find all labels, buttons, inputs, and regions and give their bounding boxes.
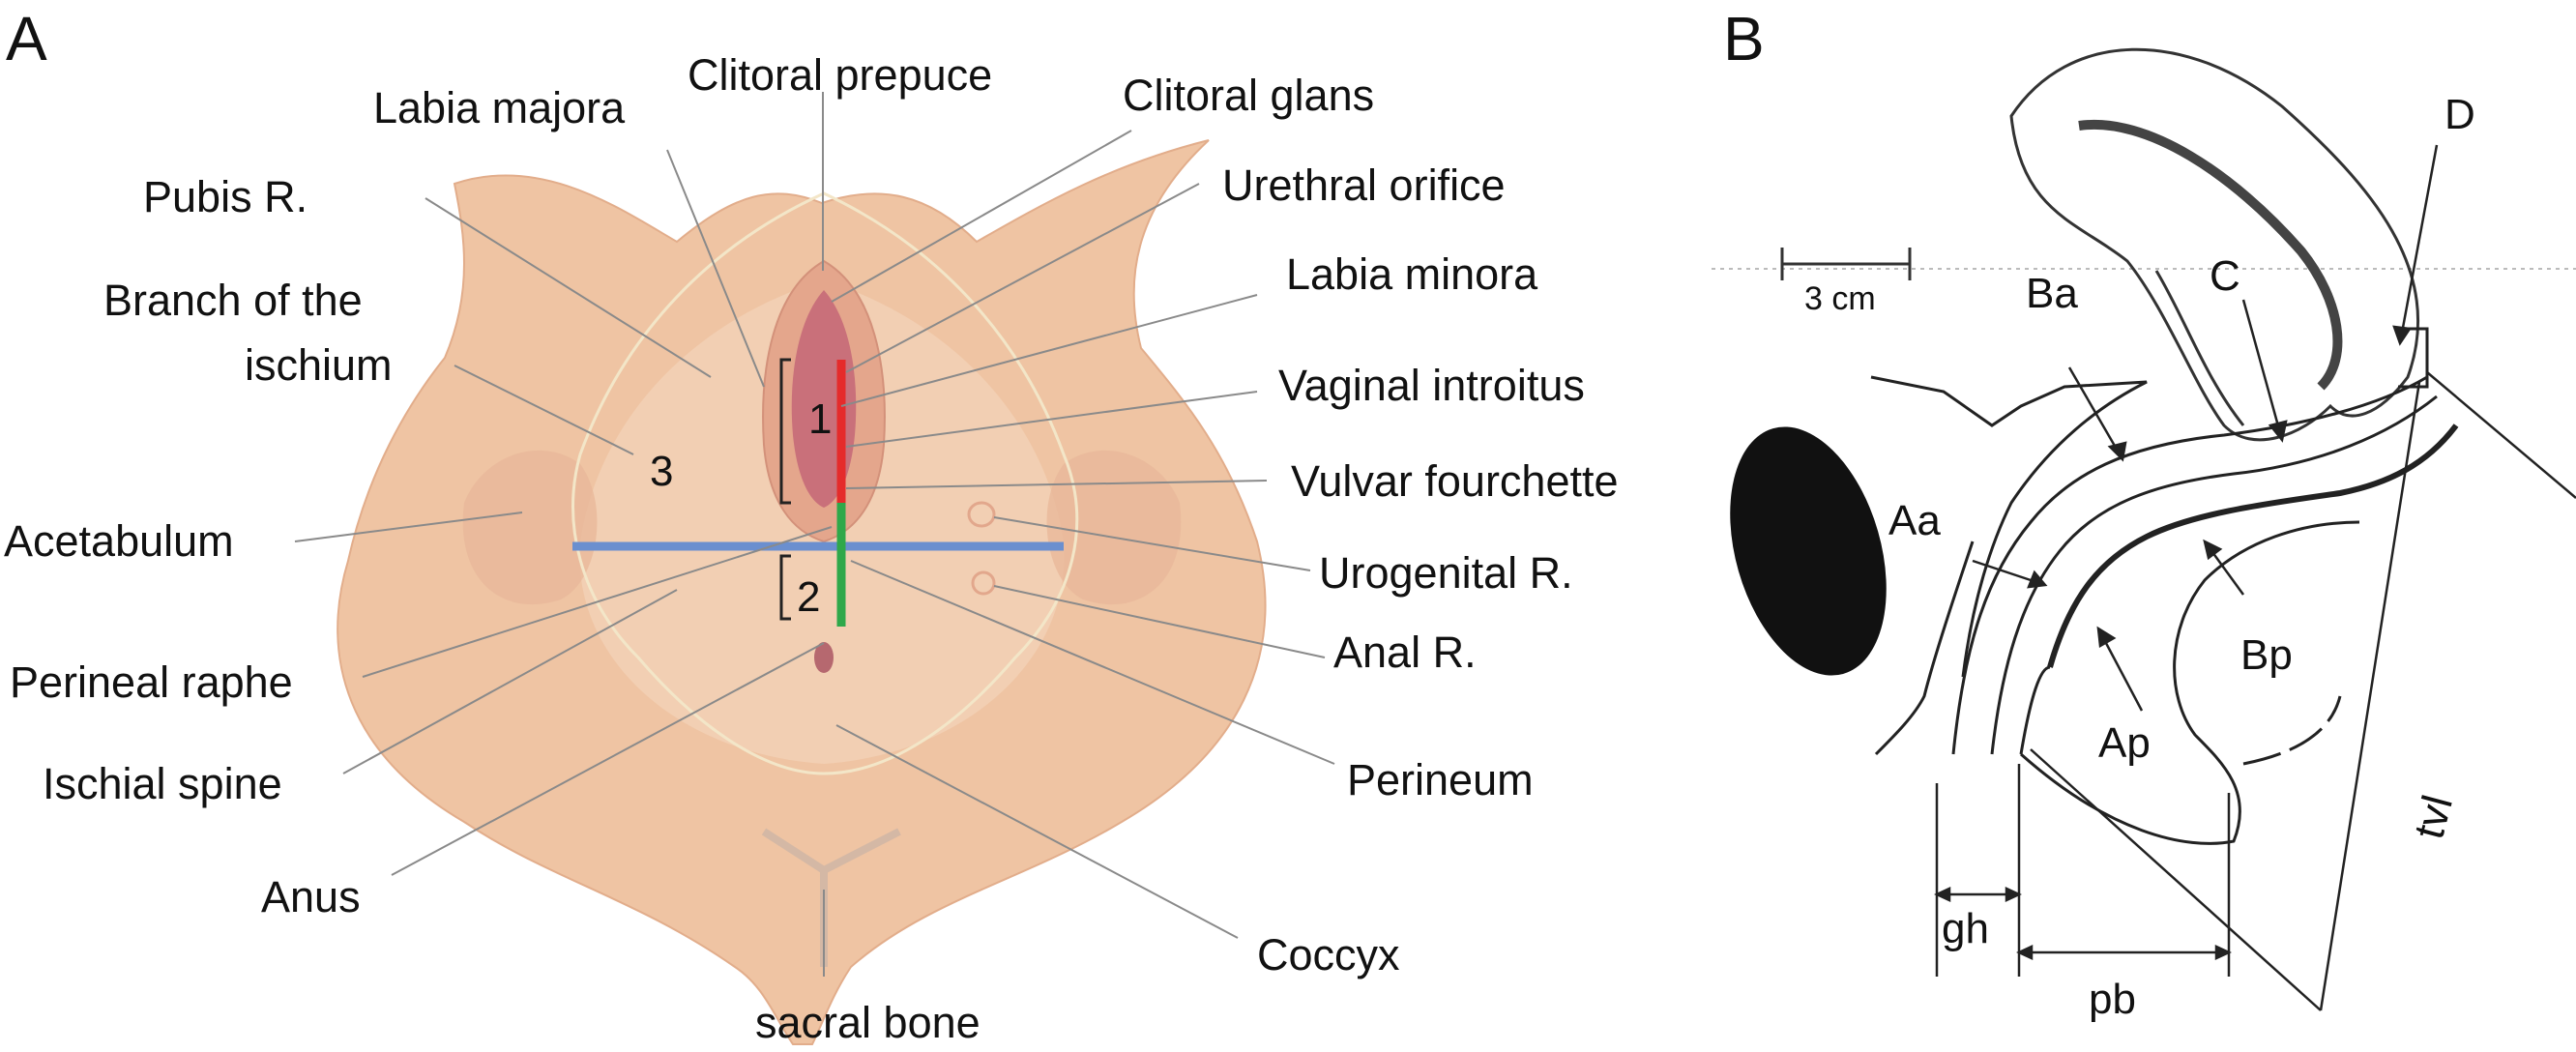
panel-a: A 1 2 3 xyxy=(4,4,1619,1047)
label-aa: Aa xyxy=(1888,497,1941,544)
leader-ischial-spine xyxy=(342,589,678,774)
label-c: C xyxy=(2210,252,2240,300)
arrow-c xyxy=(2241,299,2284,441)
label-anal-r: Anal R. xyxy=(1333,628,1477,677)
right-acetabulum-shape xyxy=(1046,450,1182,605)
label-urethral-orifice: Urethral orifice xyxy=(1222,161,1506,210)
leader-labia-majora xyxy=(666,149,765,388)
label-ba: Ba xyxy=(2026,270,2078,317)
left-acetabulum-shape xyxy=(462,450,598,605)
label-gh: gh xyxy=(1942,905,1989,952)
leader-acetabulum xyxy=(294,511,523,542)
scale-bar xyxy=(1780,248,1912,280)
urogenital-ring xyxy=(967,501,996,528)
bracket-1 xyxy=(779,358,791,505)
leader-perineal-raphe xyxy=(362,526,833,678)
leader-labia-minora xyxy=(840,294,1258,407)
arrow-d xyxy=(2398,144,2439,344)
panel-b-label: B xyxy=(1723,4,1765,73)
bracket-2 xyxy=(779,554,791,621)
leader-clitoral-glans xyxy=(831,130,1132,303)
label-d: D xyxy=(2444,91,2475,138)
label-clitoral-prepuce: Clitoral prepuce xyxy=(688,50,992,100)
region-number-2: 2 xyxy=(797,573,820,621)
arrows xyxy=(1972,144,2439,712)
leader-perineum xyxy=(850,560,1335,765)
leader-vulvar-fourchette xyxy=(845,480,1268,489)
anus-shape xyxy=(814,642,834,673)
scale-label: 3 cm xyxy=(1804,280,1876,317)
leader-branch-ischium xyxy=(454,365,634,455)
measurement-lines xyxy=(1934,371,2576,1011)
leader-urogenital-r xyxy=(993,516,1311,571)
leader-lines xyxy=(294,92,1335,977)
panel-a-label: A xyxy=(6,4,47,73)
uterus xyxy=(2009,47,2419,442)
label-ap: Ap xyxy=(2098,719,2151,767)
label-branch-ischium-line1: Branch of the xyxy=(103,276,363,325)
label-urogenital-r: Urogenital R. xyxy=(1319,548,1573,598)
label-vulvar-fourchette: Vulvar fourchette xyxy=(1291,456,1619,506)
pubic-bone xyxy=(1730,426,1887,676)
label-sacral-bone: sacral bone xyxy=(755,998,981,1047)
label-branch-ischium-line2: ischium xyxy=(245,340,393,390)
label-perineum: Perineum xyxy=(1347,755,1534,804)
label-pb: pb xyxy=(2089,976,2136,1023)
pelvic-outline-line xyxy=(571,191,1079,775)
label-clitoral-glans: Clitoral glans xyxy=(1123,71,1374,120)
leader-pubis-r xyxy=(424,197,712,378)
label-ischial-spine: Ischial spine xyxy=(43,759,282,808)
region-number-3: 3 xyxy=(650,448,673,495)
label-coccyx: Coccyx xyxy=(1257,930,1400,979)
leader-coccyx xyxy=(835,724,1239,939)
arrow-ba xyxy=(2067,366,2124,460)
leader-anal-r xyxy=(993,585,1326,658)
region-number-1: 1 xyxy=(808,395,832,443)
label-tvl: tvl xyxy=(2405,790,2462,843)
leader-vaginal-introitus xyxy=(845,391,1258,448)
anal-ring xyxy=(971,570,996,596)
panel-b: B 3 cm xyxy=(1712,4,2576,1023)
label-acetabulum: Acetabulum xyxy=(4,516,234,566)
label-labia-majora: Labia majora xyxy=(373,83,626,132)
label-labia-minora: Labia minora xyxy=(1286,249,1538,299)
leader-urethral-orifice xyxy=(845,183,1200,373)
label-bp: Bp xyxy=(2240,631,2293,679)
label-pubis-r: Pubis R. xyxy=(143,172,307,221)
perineum-illustration xyxy=(337,139,1267,1045)
label-perineal-raphe: Perineal raphe xyxy=(10,658,293,707)
vaginal-walls xyxy=(1870,327,2459,845)
label-vaginal-introitus: Vaginal introitus xyxy=(1278,361,1585,410)
label-anus: Anus xyxy=(261,872,361,921)
leader-anus xyxy=(391,642,825,876)
tvl-line xyxy=(2319,381,2421,1011)
